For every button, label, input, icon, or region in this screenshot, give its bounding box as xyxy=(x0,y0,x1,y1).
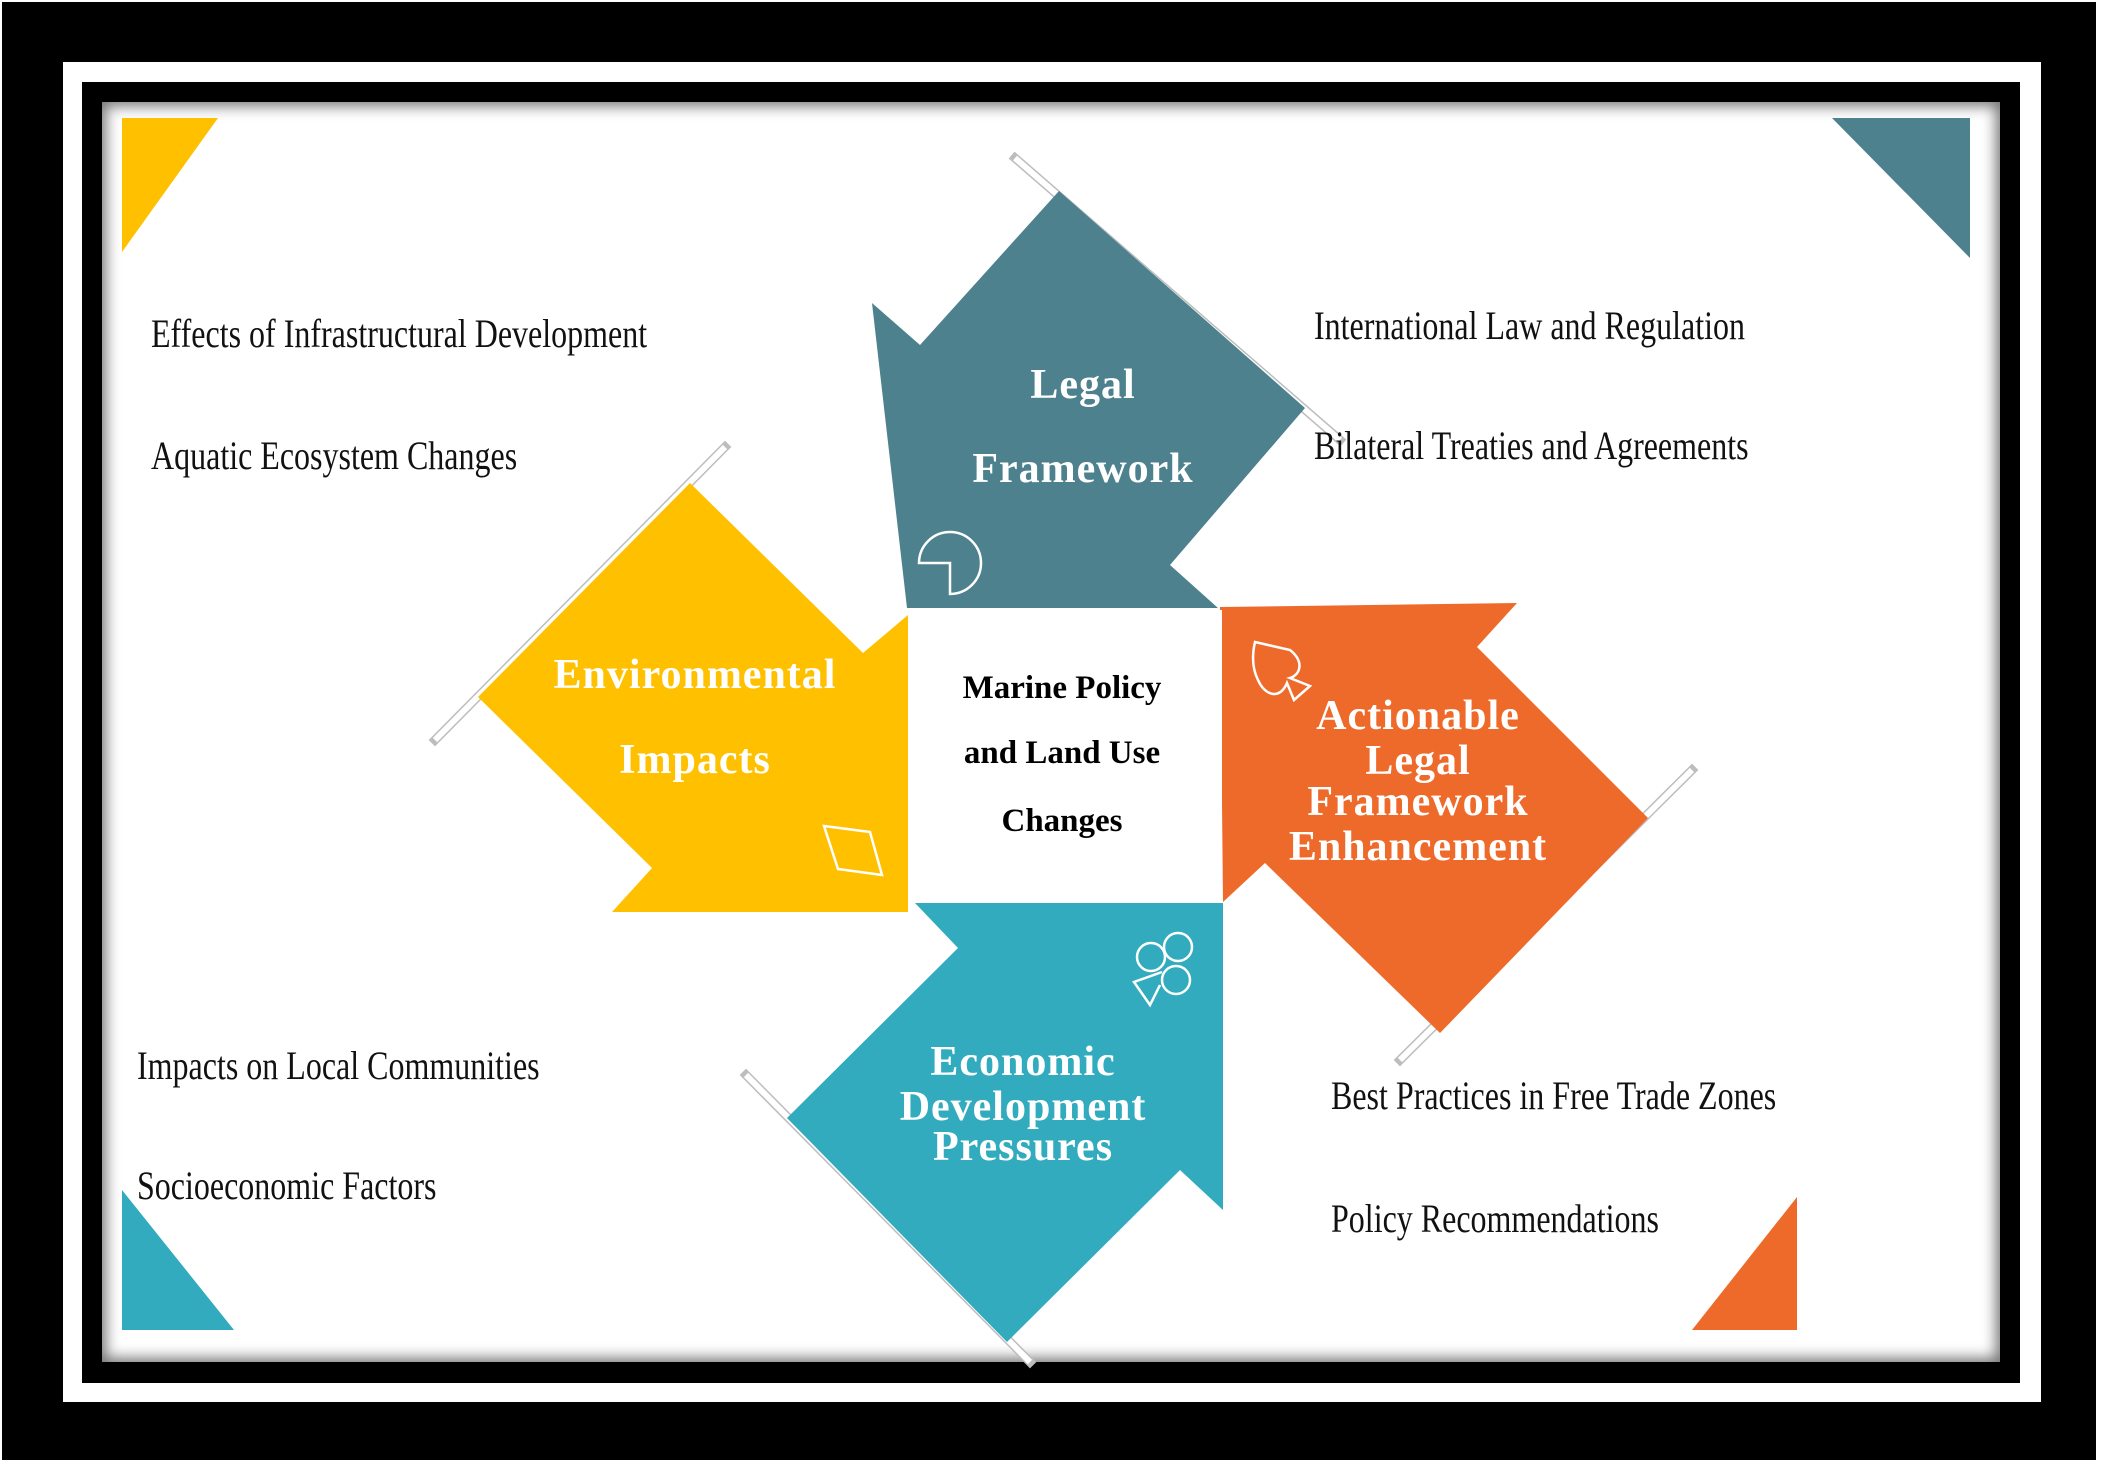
economic-label-1: Economic xyxy=(930,1039,1116,1085)
spade-icon xyxy=(1251,640,1313,703)
legal-framework-label-1: Legal xyxy=(1030,362,1136,408)
center-title-line-2: and Land Use xyxy=(963,735,1161,771)
arrow-actionable-enhancement xyxy=(1220,603,1648,1033)
arrow-economic-pressures xyxy=(787,903,1223,1342)
arrow-legal-framework xyxy=(872,191,1305,608)
top-right-item-1: International Law and Regulation xyxy=(1314,303,1745,348)
top-left-item-2: Aquatic Ecosystem Changes xyxy=(151,433,518,478)
corner-triangle-bottom-left xyxy=(122,1190,234,1330)
bottom-right-item-1: Best Practices in Free Trade Zones xyxy=(1331,1073,1777,1118)
environmental-impacts-label-1: Environmental xyxy=(553,652,837,698)
actionable-label-2: Legal xyxy=(1365,738,1471,784)
actionable-label-4: Enhancement xyxy=(1288,824,1548,870)
top-right-item-2: Bilateral Treaties and Agreements xyxy=(1314,423,1749,468)
actionable-label-1: Actionable xyxy=(1316,693,1520,739)
center-title-line-1: Marine Policy xyxy=(962,670,1162,706)
corner-triangle-bottom-right xyxy=(1692,1197,1797,1330)
economic-label-3: Pressures xyxy=(932,1124,1114,1170)
club-icon xyxy=(1132,931,1194,1008)
bottom-left-item-1: Impacts on Local Communities xyxy=(137,1043,540,1088)
actionable-label-3: Framework xyxy=(1307,779,1529,825)
center-box xyxy=(908,610,1222,902)
bottom-left-item-2: Socioeconomic Factors xyxy=(137,1163,437,1208)
bottom-right-item-2: Policy Recommendations xyxy=(1331,1196,1659,1241)
legal-framework-label-2: Framework xyxy=(972,446,1194,492)
diamond-icon xyxy=(822,824,884,877)
top-left-item-1: Effects of Infrastructural Development xyxy=(151,311,648,356)
arrow-environmental-impacts xyxy=(478,483,908,912)
environmental-impacts-label-2: Impacts xyxy=(619,737,771,783)
corner-triangle-top-left xyxy=(122,118,218,252)
corner-triangle-top-right xyxy=(1832,118,1970,258)
economic-label-2: Development xyxy=(899,1084,1147,1130)
center-title-line-3: Changes xyxy=(1001,803,1123,839)
pie-chart-icon xyxy=(917,530,983,596)
